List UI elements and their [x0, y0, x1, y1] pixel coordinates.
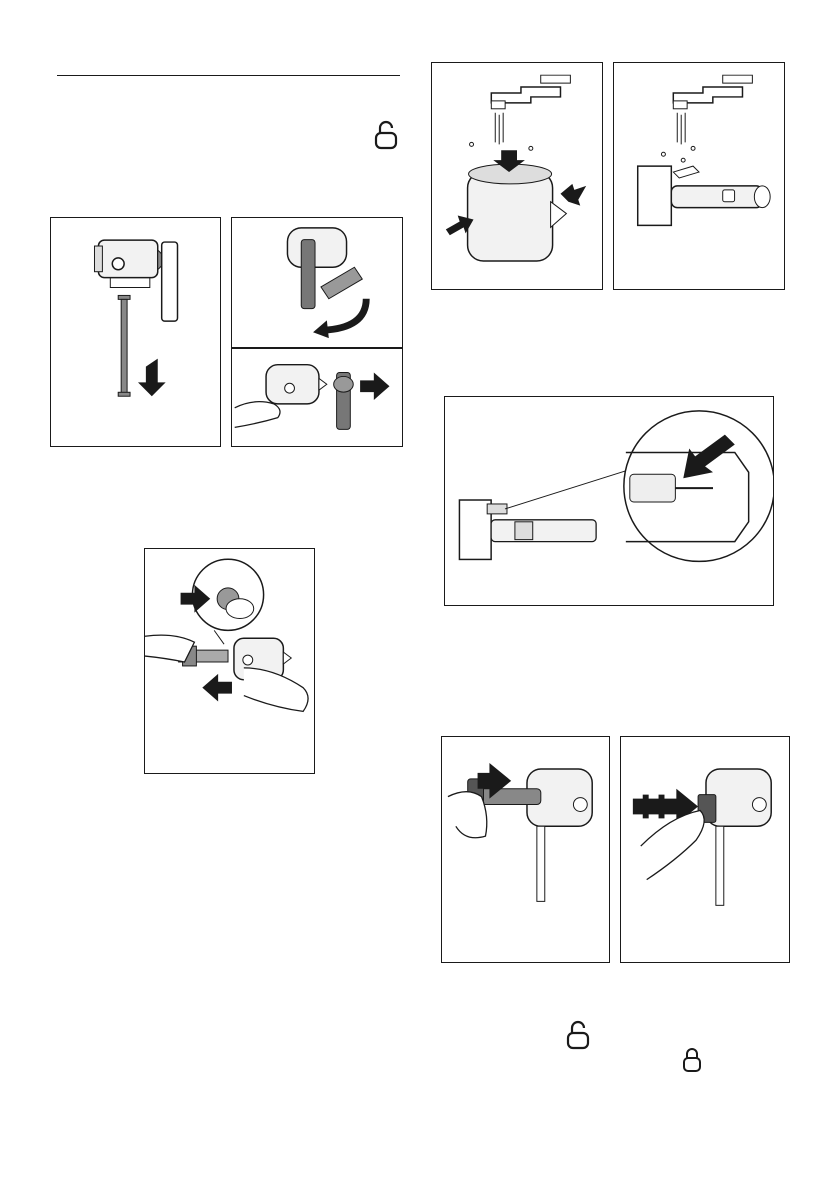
figure-push-cap — [620, 736, 790, 963]
locked-padlock-icon — [682, 1047, 702, 1073]
figure-rotate-filter — [231, 217, 403, 348]
figure-press-release — [144, 548, 315, 774]
figure-rinse-housing — [431, 62, 603, 290]
figure-remove-tube — [50, 217, 221, 447]
section-divider — [57, 75, 400, 76]
figure-pull-filter — [231, 348, 403, 447]
unlocked-padlock-icon — [565, 1020, 591, 1050]
figure-insert-cartridge — [441, 736, 610, 963]
unlocked-padlock-icon — [373, 120, 399, 150]
figure-rinse-filter — [613, 62, 785, 290]
figure-filter-seal-detail — [444, 396, 774, 606]
